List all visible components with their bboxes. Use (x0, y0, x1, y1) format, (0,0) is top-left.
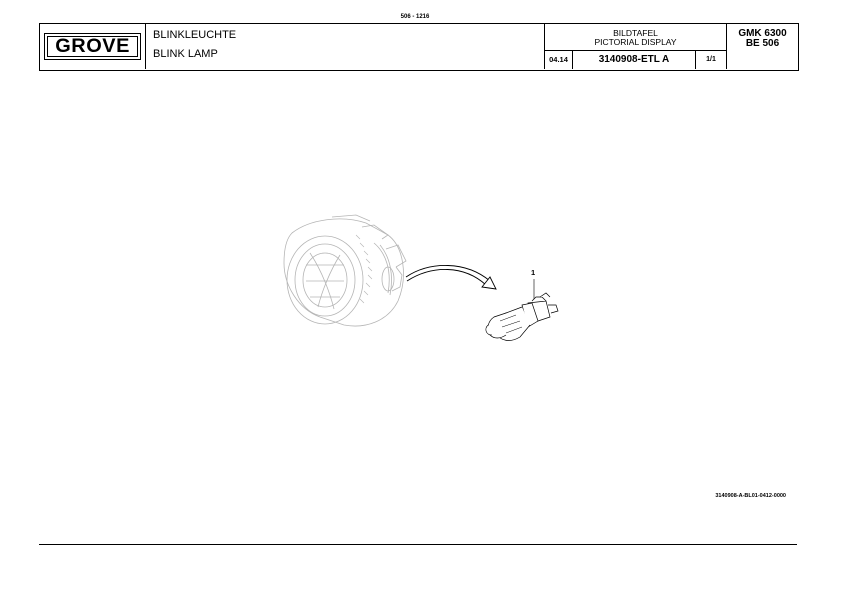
logo-text: GROVE (55, 35, 130, 57)
model-line-2: BE 506 (745, 38, 780, 49)
display-label-cell: BILDTAFEL PICTORIAL DISPLAY (545, 24, 727, 51)
page-number: 506 - 1216 (400, 14, 430, 20)
label-german: BILDTAFEL (613, 28, 658, 38)
sheet-number: 1/1 (696, 51, 727, 69)
model-cell: GMK 6300 BE 506 (727, 24, 798, 69)
document-number: 3140908-ETL A (573, 51, 696, 69)
bulb-illustration (485, 292, 559, 341)
label-english: PICTORIAL DISPLAY (594, 36, 677, 47)
footer-divider (39, 544, 797, 545)
lamp-housing-illustration (283, 214, 407, 327)
logo-cell: GROVE (40, 24, 146, 69)
title-english: BLINK LAMP (153, 48, 218, 60)
title-cell: BLINKLEUCHTE BLINK LAMP (146, 24, 545, 69)
title-block: GROVE BLINKLEUCHTE BLINK LAMP BILDTAFEL … (39, 23, 799, 71)
technical-drawing (283, 214, 559, 341)
model-line-1: GMK 6300 (738, 28, 787, 39)
arrow-icon (405, 265, 497, 290)
callout-label: 1 (531, 268, 536, 277)
title-german: BLINKLEUCHTE (153, 29, 237, 41)
date-cell: 04.14 (545, 51, 573, 69)
grove-logo: GROVE (44, 33, 141, 60)
drawing-code: 3140908-A-BL01-0412-0000 (715, 493, 786, 499)
